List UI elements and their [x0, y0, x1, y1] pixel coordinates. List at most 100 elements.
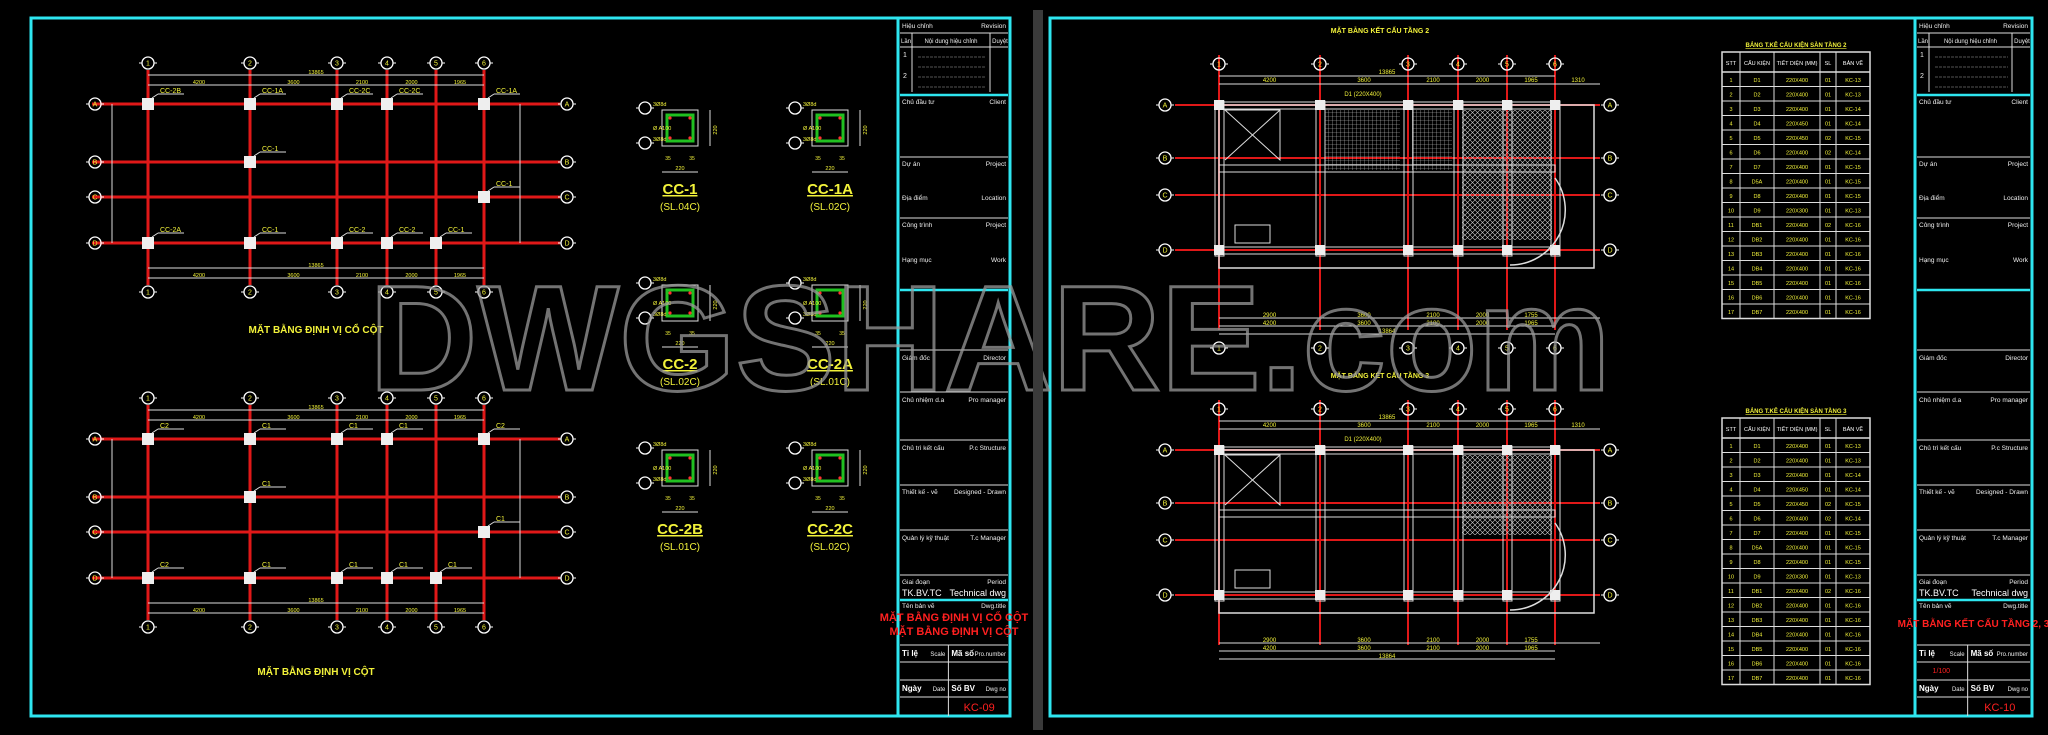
dimension-value: 2000 [405, 415, 417, 421]
table-cell: KC-16 [1845, 267, 1861, 273]
stirrup-note: Ø A100 [803, 126, 821, 132]
column-label: C1 [448, 562, 457, 569]
title-block-label-en: Period [2009, 579, 2028, 586]
table-cell: 01 [1825, 546, 1831, 552]
column-label: CC-1 [448, 227, 464, 234]
dimension-value: 2000 [1476, 321, 1490, 327]
dimension-total: 13865 [308, 405, 323, 411]
table-cell: D7 [1753, 165, 1760, 171]
grid-bubble-label: 3 [1406, 346, 1410, 353]
slab-opening [1234, 569, 1271, 589]
grid-bubble-label: 6 [482, 290, 486, 297]
table-cell: 7 [1729, 531, 1732, 537]
rebar [688, 291, 692, 295]
title-block-label-en: Client [989, 99, 1006, 106]
grid-bubble-label: 5 [434, 290, 438, 297]
column-marker [1315, 100, 1325, 110]
leader-line [487, 521, 495, 527]
grid-bubble-label: 3 [335, 625, 339, 632]
column-marker [244, 491, 256, 503]
rebar-note: 3Ø8d [803, 477, 816, 483]
table-cell: 01 [1825, 531, 1831, 537]
leader-line [253, 232, 261, 238]
dimension-value: 35 [839, 496, 845, 502]
title-block-label-vi: Chủ đầu tư [902, 97, 935, 106]
table-cell: 02 [1825, 151, 1831, 157]
date-label-en: Date [1952, 687, 1965, 693]
column-marker [381, 237, 393, 249]
detail-quantity: (SL.01C) [810, 377, 850, 388]
date-label-en: Date [933, 687, 946, 693]
table-cell: D1 [1753, 444, 1760, 450]
dimension-value: 1965 [1524, 321, 1538, 327]
column-marker [244, 572, 256, 584]
column-label: C1 [262, 423, 271, 430]
dimension-value: 1965 [1524, 646, 1538, 652]
dimension-value: 2000 [1476, 646, 1490, 652]
table-cell: D4 [1753, 122, 1760, 128]
stirrup [815, 113, 845, 143]
table-cell: DB1 [1752, 589, 1763, 595]
grid-bubble-label: 1 [146, 625, 150, 632]
dimension-value: 1965 [1524, 78, 1538, 84]
grid-bubble-label: 5 [434, 625, 438, 632]
table-cell: 220X400 [1786, 618, 1808, 624]
table-cell: KC-14 [1845, 517, 1861, 523]
grid-bubble-label: A [1163, 103, 1168, 110]
table-cell: 220X400 [1786, 633, 1808, 639]
grid-bubble-label: 1 [1217, 346, 1221, 353]
table-header: STT [1726, 61, 1737, 67]
table-cell: 9 [1729, 194, 1732, 200]
pro-number-label: Mã số [1971, 649, 1994, 658]
column-marker [1214, 100, 1224, 110]
table-cell: D5A [1752, 546, 1763, 552]
grid-bubble-label: 5 [1505, 62, 1509, 69]
grid-bubble-label: 6 [482, 61, 486, 68]
title-block-label-vi: Giám đốc [1919, 353, 1948, 362]
grid-bubble-label: A [565, 102, 570, 109]
dimension-value: 220 [713, 300, 719, 309]
beam-label: D1 (220X400) [1344, 437, 1381, 443]
column-marker [1403, 445, 1413, 455]
title-block-label-en: Pro manager [968, 397, 1006, 404]
grid-bubble-label: 1 [1217, 407, 1221, 414]
column-marker [142, 98, 154, 110]
dimension-value: 3600 [287, 608, 299, 614]
dimension-value: 2100 [1426, 78, 1440, 84]
title-block-label-vi: Chủ trì kết cấu [1919, 443, 1962, 452]
table-cell: DB4 [1752, 267, 1763, 273]
table-cell: 4 [1729, 488, 1732, 494]
leader-line [340, 93, 348, 99]
dimension-value: 1755 [1524, 313, 1538, 319]
column-label: C2 [160, 423, 169, 430]
title-block-label-en: Pro manager [1990, 397, 2028, 404]
rebar-note: 3Ø8d [803, 277, 816, 283]
detail-quantity: (SL.02C) [810, 542, 850, 553]
grid-bubble-label: 4 [1456, 62, 1460, 69]
dimension-value: 4200 [1263, 646, 1277, 652]
leader-line [390, 232, 398, 238]
column-marker [430, 572, 442, 584]
table-cell: DB6 [1752, 296, 1763, 302]
rebar-note: 3Ø8d [653, 312, 666, 318]
stirrup [665, 453, 695, 483]
stirrup-note: Ø A100 [803, 301, 821, 307]
column-marker [1453, 590, 1463, 600]
table-cell: KC-13 [1845, 209, 1861, 215]
table-cell: 220X400 [1786, 560, 1808, 566]
table-cell: 12 [1728, 604, 1734, 610]
revision-col-header: Lần [901, 39, 911, 45]
dimension-value: 1310 [1571, 78, 1585, 84]
grid-bubble-label: 3 [335, 290, 339, 297]
title-block-label-en: Director [983, 355, 1007, 362]
dimension-value: 35 [839, 331, 845, 337]
table-cell: 9 [1729, 560, 1732, 566]
dimension-total: 13865 [308, 598, 323, 604]
rebar [668, 476, 672, 480]
table-cell: DB2 [1752, 604, 1763, 610]
stirrup [815, 288, 845, 318]
table-cell: DB7 [1752, 310, 1763, 316]
table-cell: 1 [1729, 78, 1732, 84]
